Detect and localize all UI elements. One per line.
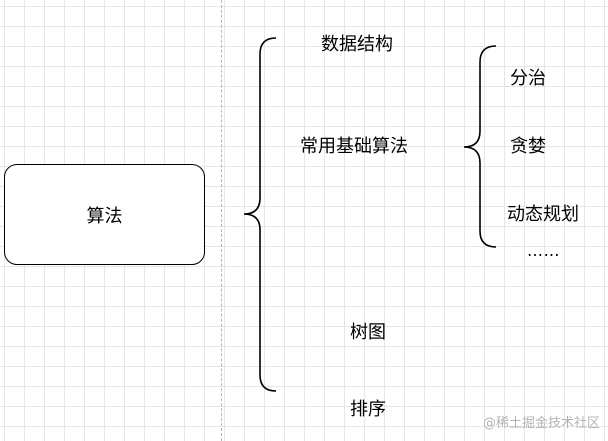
node-dynamic-programming: 动态规划 xyxy=(507,204,579,225)
node-basic-algorithms: 常用基础算法 xyxy=(300,136,408,157)
node-greedy: 贪婪 xyxy=(510,136,546,157)
root-node-label: 算法 xyxy=(86,205,123,227)
root-node: 算法 xyxy=(4,164,205,265)
left-brace-level1 xyxy=(243,37,277,392)
left-brace-level2 xyxy=(463,45,497,248)
node-sorting: 排序 xyxy=(350,399,386,420)
page-divider-dashed xyxy=(221,0,222,441)
node-ellipsis: …… xyxy=(527,241,560,260)
node-trees-graphs: 树图 xyxy=(350,322,386,343)
watermark-text: @稀土掘金技术社区 xyxy=(482,416,600,431)
node-data-structures: 数据结构 xyxy=(321,34,393,55)
node-divide-conquer: 分治 xyxy=(510,68,546,89)
